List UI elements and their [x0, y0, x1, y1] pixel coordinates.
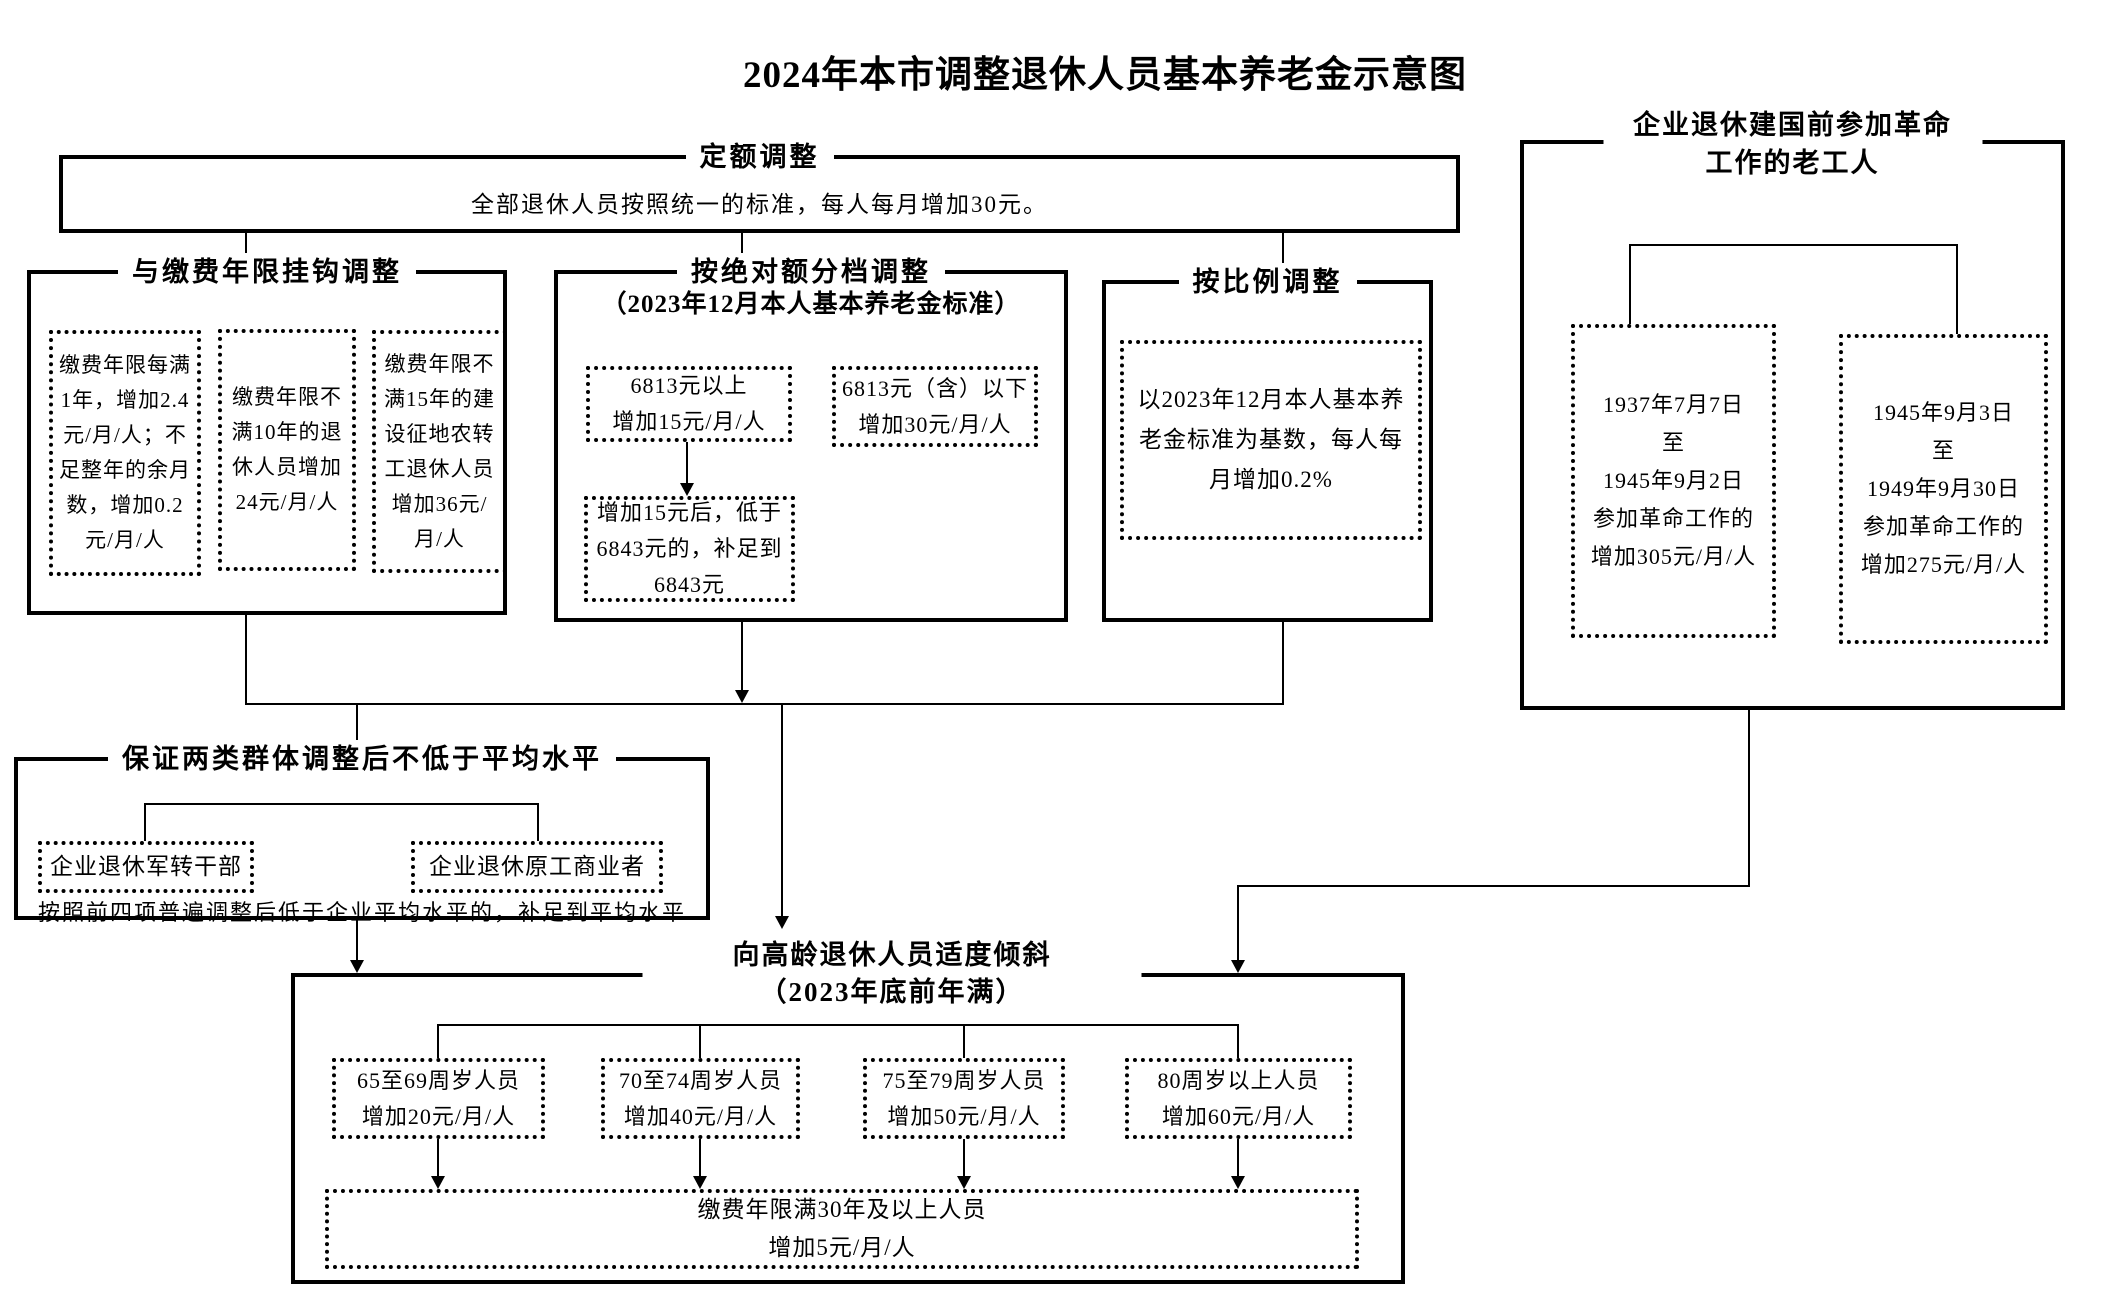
connector-line [963, 1139, 965, 1176]
connector-line [781, 705, 783, 917]
age-band-box: 75至79周岁人员 增加50元/月/人 [863, 1058, 1065, 1139]
connector-line [1282, 233, 1284, 268]
elderly-title-line2: （2023年底前年满） [759, 977, 1025, 1007]
connector-line [1237, 887, 1239, 961]
years-adjustment-box: 与缴费年限挂钩调整 缴费年限每满1年，增加2.4元/月/人；不足整年的余月数，增… [27, 253, 507, 615]
arrow-down-icon [735, 690, 749, 703]
fixed-adjustment-title: 定额调整 [685, 138, 834, 176]
veteran-period2-box: 1945年9月3日 至 1949年9月30日 参加革命工作的 增加275元/月/… [1839, 334, 2048, 644]
connector-line [699, 1139, 701, 1176]
veteran-title-line2: 工作的老工人 [1705, 148, 1880, 178]
absolute-adjustment-subtitle: （2023年12月本人基本养老金标准） [601, 291, 1021, 318]
long-service-bonus-box: 缴费年限满30年及以上人员 增加5元/月/人 [325, 1189, 1359, 1269]
above-threshold-box: 6813元以上 增加15元/月/人 [586, 366, 792, 442]
connector-line [699, 1024, 701, 1058]
guarantee-group1-box: 企业退休军转干部 [38, 841, 254, 893]
guarantee-title: 保证两类群体调整后不低于平均水平 [108, 740, 616, 778]
connector-line [245, 703, 1284, 705]
connector-line [356, 705, 358, 745]
connector-line [963, 1024, 965, 1058]
guarantee-box: 保证两类群体调整后不低于平均水平 企业退休军转干部 企业退休原工商业者 按照前四… [14, 740, 710, 925]
veteran-title: 企业退休建国前参加革命 工作的老工人 [1603, 106, 1982, 182]
connector-line [1237, 885, 1750, 887]
years-item-box: 缴费年限每满1年，增加2.4元/月/人；不足整年的余月数，增加0.2元/月/人 [49, 330, 201, 576]
arrow-down-icon [431, 1176, 445, 1189]
connector-line [1237, 1024, 1239, 1058]
elderly-title: 向高龄退休人员适度倾斜 （2023年底前年满） [642, 937, 1142, 1011]
connector-line [1956, 244, 1958, 334]
age-band-box: 65至69周岁人员 增加20元/月/人 [332, 1058, 545, 1139]
connector-line [144, 803, 146, 841]
connector-line [1282, 622, 1284, 705]
years-item-box: 缴费年限不满10年的退休人员增加24元/月/人 [218, 329, 356, 571]
veteran-period1-box: 1937年7月7日 至 1945年9月2日 参加革命工作的 增加305元/月/人 [1571, 324, 1776, 638]
guarantee-group2-box: 企业退休原工商业者 [411, 841, 663, 893]
connector-line [1237, 1139, 1239, 1176]
elderly-title-line1: 向高龄退休人员适度倾斜 [732, 940, 1052, 970]
age-band-box: 80周岁以上人员 增加60元/月/人 [1125, 1058, 1352, 1139]
ratio-adjustment-title: 按比例调整 [1178, 263, 1357, 301]
topup-box: 增加15元后，低于 6843元的，补足到 6843元 [584, 496, 795, 602]
connector-line [1629, 244, 1631, 324]
arrow-down-icon [350, 960, 364, 973]
connector-line [1629, 244, 1958, 246]
connector-line [437, 1139, 439, 1176]
connector-line [356, 920, 358, 961]
ratio-adjustment-box: 按比例调整 以2023年12月本人基本养老金标准为基数，每人每月增加0.2% [1102, 263, 1433, 622]
arrow-down-icon [775, 916, 789, 929]
guarantee-note: 按照前四项普遍调整后低于企业平均水平的，补足到平均水平 [37, 900, 686, 925]
connector-line [144, 803, 539, 805]
age-band-box: 70至74周岁人员 增加40元/月/人 [601, 1058, 800, 1139]
years-item-box: 缴费年限不满15年的建设征地农转工退休人员增加36元/月/人 [372, 330, 507, 573]
connector-line [686, 442, 688, 483]
connector-line [245, 233, 247, 258]
veteran-box: 企业退休建国前参加革命 工作的老工人 1937年7月7日 至 1945年9月2日… [1520, 106, 2065, 710]
arrow-down-icon [693, 1176, 707, 1189]
connector-line [537, 803, 539, 841]
absolute-adjustment-title: 按绝对额分档调整 [677, 253, 945, 291]
arrow-down-icon [1231, 960, 1245, 973]
connector-line [437, 1024, 1239, 1026]
connector-line [1748, 710, 1750, 887]
ratio-content-box: 以2023年12月本人基本养老金标准为基数，每人每月增加0.2% [1120, 340, 1422, 540]
absolute-adjustment-box: 按绝对额分档调整 （2023年12月本人基本养老金标准） 6813元以上 增加1… [554, 253, 1068, 622]
diagram-title: 2024年本市调整退休人员基本养老金示意图 [743, 55, 1467, 96]
connector-line [437, 1024, 439, 1058]
veteran-title-line1: 企业退休建国前参加革命 [1633, 110, 1952, 140]
arrow-down-icon [680, 483, 694, 496]
fixed-adjustment-content: 全部退休人员按照统一的标准，每人每月增加30元。 [471, 192, 1048, 217]
fixed-adjustment-box: 定额调整 全部退休人员按照统一的标准，每人每月增加30元。 [59, 138, 1460, 233]
elderly-box: 向高龄退休人员适度倾斜 （2023年底前年满） 65至69周岁人员 增加20元/… [291, 937, 1405, 1284]
years-adjustment-title: 与缴费年限挂钩调整 [118, 253, 416, 291]
connector-line [741, 622, 743, 690]
connector-line [245, 615, 247, 705]
arrow-down-icon [957, 1176, 971, 1189]
below-threshold-box: 6813元（含）以下 增加30元/月/人 [832, 366, 1038, 447]
connector-line [741, 233, 743, 258]
arrow-down-icon [1231, 1176, 1245, 1189]
